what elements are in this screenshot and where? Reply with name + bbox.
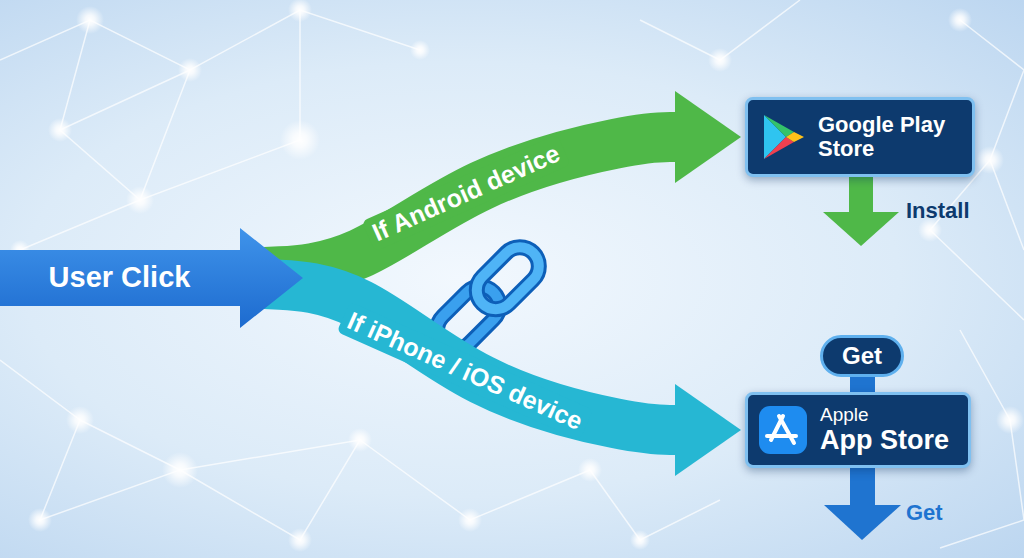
click-arrow: User Click	[0, 228, 305, 328]
store-name: Google Play Store	[818, 113, 958, 161]
branch-label: If iPhone / iOS device	[337, 301, 594, 439]
text-group: User Click	[49, 262, 191, 294]
click-label: User Click	[49, 262, 191, 294]
branch-arrow	[265, 284, 741, 476]
branch-label: If Android device	[362, 135, 571, 252]
store-icon	[760, 112, 818, 162]
store-box: Google Play Store	[745, 97, 975, 177]
text-group: Google Play Store	[818, 113, 958, 161]
store-box: AppleApp Store	[745, 392, 971, 468]
install-arrow	[823, 170, 899, 246]
text-group: Get	[842, 343, 882, 369]
store-name: Apple	[820, 405, 949, 426]
get-pill: Get	[820, 335, 904, 377]
action-label: Install	[906, 198, 970, 224]
action-label: Get	[906, 500, 943, 526]
store-name: App Store	[820, 426, 949, 456]
arrow-head	[675, 384, 741, 476]
arrow-head	[675, 91, 741, 183]
pill-label: Get	[842, 343, 882, 369]
store-icon	[758, 405, 820, 455]
branch-arrow	[265, 91, 741, 272]
text-group: AppleApp Store	[820, 405, 949, 456]
